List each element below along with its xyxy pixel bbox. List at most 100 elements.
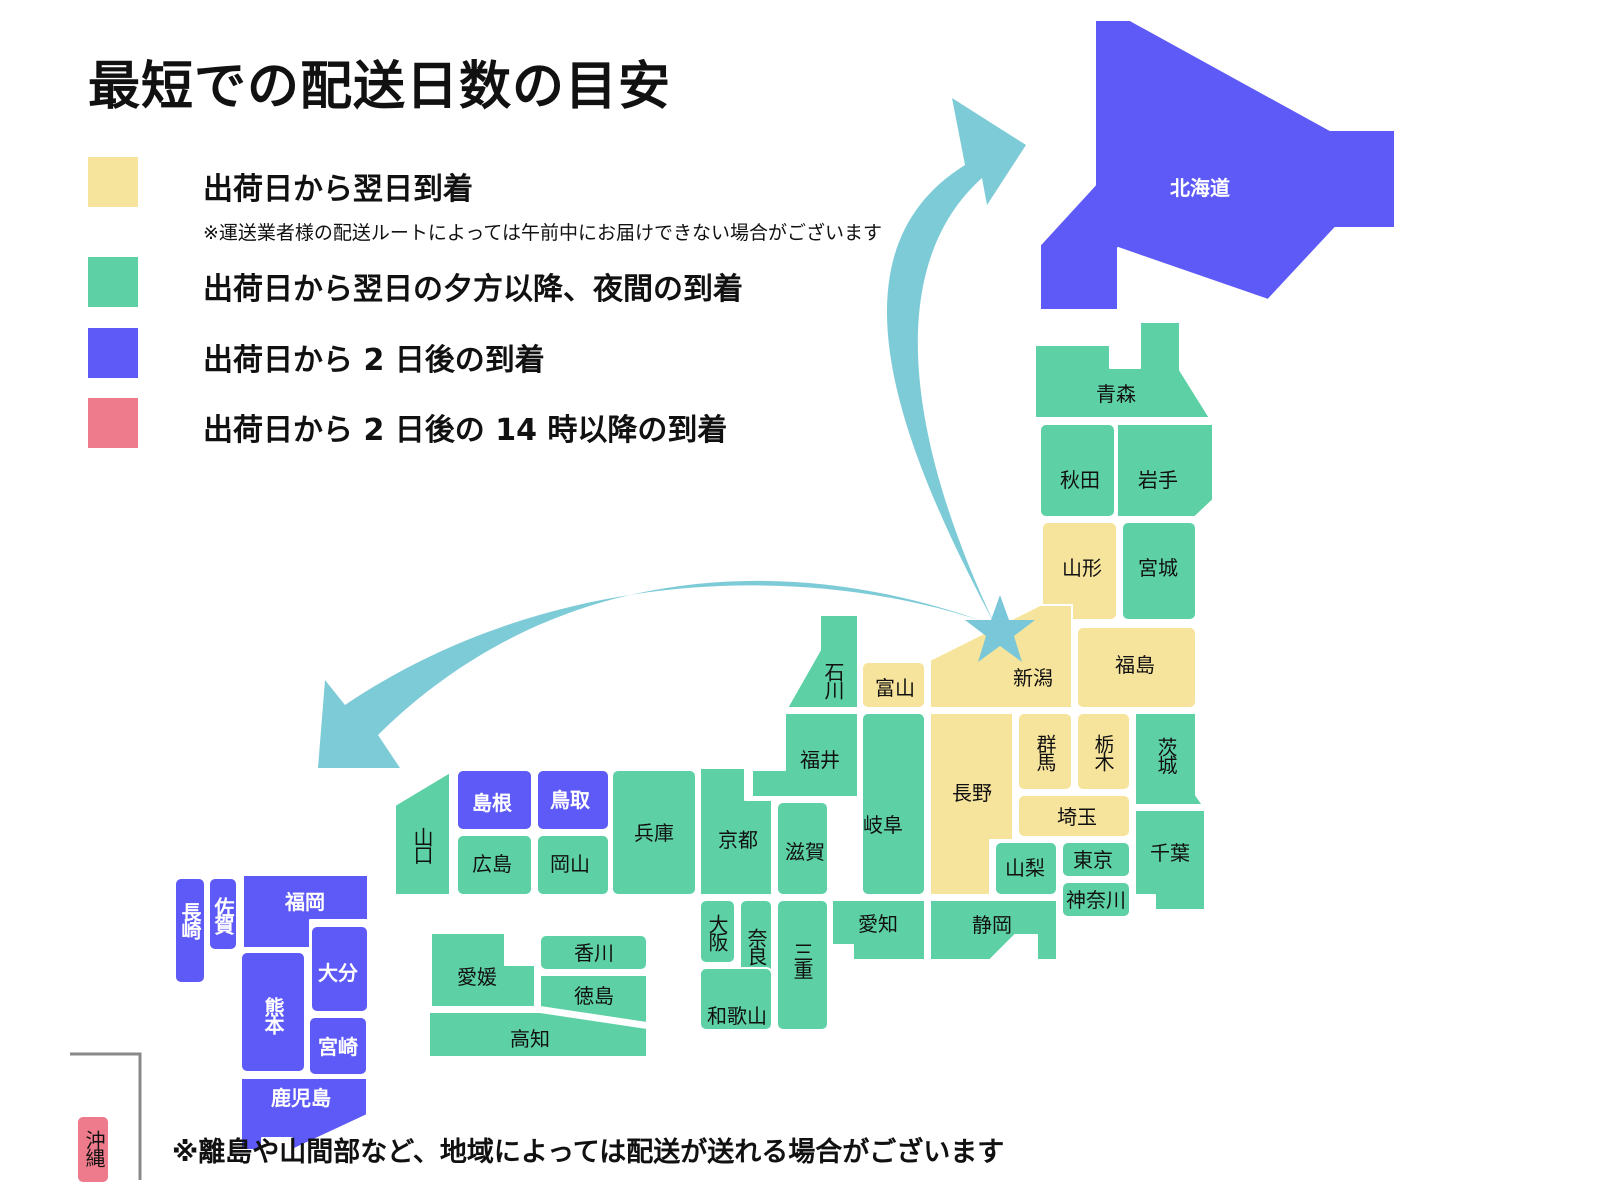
label-miyagi: 宮城 <box>1138 556 1178 580</box>
page-title: 最短での配送日数の目安 <box>88 57 672 117</box>
arrow-to-hokkaido <box>886 98 1026 625</box>
pref-kochi[interactable] <box>428 1011 648 1058</box>
label-saitama: 埼玉 <box>1057 805 1097 829</box>
pref-shiga[interactable] <box>776 801 829 896</box>
pref-fukushima[interactable] <box>1076 626 1197 709</box>
pref-hyogo[interactable] <box>611 769 697 896</box>
label-yamaguchi: 山口 <box>410 827 434 865</box>
label-saga: 佐賀 <box>211 896 235 936</box>
pref-hokkaido[interactable] <box>1039 19 1396 311</box>
pref-kanagawa[interactable] <box>1061 881 1131 918</box>
pref-wakayama[interactable] <box>699 967 773 1031</box>
pref-gifu[interactable] <box>861 712 926 896</box>
legend-label-two-days-14: 出荷日から 2 日後の 14 時以降の到着 <box>203 413 728 448</box>
pref-tokushima[interactable] <box>539 974 648 1024</box>
label-kochi: 高知 <box>510 1027 550 1051</box>
pref-chiba[interactable] <box>1134 809 1206 911</box>
pref-kagawa[interactable] <box>539 934 648 971</box>
pref-kyoto[interactable] <box>699 767 773 896</box>
label-hiroshima: 広島 <box>472 852 512 876</box>
pref-nagasaki[interactable] <box>174 877 206 984</box>
legend-swatch-yellow <box>88 157 138 207</box>
pref-fukuoka[interactable] <box>242 874 369 949</box>
pref-kumamoto[interactable] <box>240 951 306 1073</box>
label-shimane: 島根 <box>472 791 512 815</box>
label-kumamoto: 熊本 <box>261 996 285 1035</box>
pref-shimane[interactable] <box>456 769 533 831</box>
pref-tottori[interactable] <box>536 769 610 831</box>
pref-hiroshima[interactable] <box>456 834 533 896</box>
pref-oita[interactable] <box>310 925 369 1013</box>
label-kyoto: 京都 <box>718 828 758 852</box>
legend-swatch-green <box>88 257 138 307</box>
pref-ishikawa[interactable] <box>786 614 859 709</box>
pref-tochigi[interactable] <box>1076 712 1131 791</box>
legend-label-two-days: 出荷日から 2 日後の到着 <box>203 343 545 378</box>
pref-tokyo[interactable] <box>1061 841 1131 878</box>
label-hokkaido: 北海道 <box>1170 176 1230 200</box>
pref-aomori[interactable] <box>1034 321 1211 419</box>
pref-shizuoka[interactable] <box>929 899 1058 961</box>
label-miyazaki: 宮崎 <box>318 1035 358 1059</box>
star-icon <box>965 595 1035 662</box>
pref-aichi[interactable] <box>831 899 926 961</box>
legend-swatch-blue <box>88 328 138 378</box>
label-akita: 秋田 <box>1060 468 1100 492</box>
legend-label-next-evening: 出荷日から翌日の夕方以降、夜間の到着 <box>203 272 743 307</box>
pref-niigata[interactable] <box>929 604 1073 709</box>
pref-saga[interactable] <box>208 877 238 951</box>
label-tochigi: 栃木 <box>1091 734 1115 772</box>
label-gunma: 群馬 <box>1033 734 1057 772</box>
legend-swatch-pink <box>88 398 138 448</box>
label-kanagawa: 神奈川 <box>1066 888 1126 912</box>
label-aichi: 愛知 <box>858 912 898 936</box>
label-ibaraki: 茨城 <box>1154 737 1178 775</box>
label-ehime: 愛媛 <box>457 965 497 989</box>
pref-kagoshima[interactable] <box>240 1077 368 1151</box>
pref-miyazaki[interactable] <box>308 1016 368 1076</box>
pref-gunma[interactable] <box>1017 712 1073 791</box>
label-okayama: 岡山 <box>550 852 590 876</box>
label-aomori: 青森 <box>1096 382 1136 406</box>
label-iwate: 岩手 <box>1138 468 1178 492</box>
label-oita: 大分 <box>318 961 358 985</box>
label-toyama: 富山 <box>875 676 915 700</box>
label-fukui: 福井 <box>800 748 840 772</box>
footnote: ※離島や山間部など、地域によっては配送が送れる場合がございます <box>172 1137 1005 1168</box>
pref-okinawa[interactable] <box>76 1115 110 1184</box>
label-tokushima: 徳島 <box>574 984 614 1008</box>
label-shizuoka: 静岡 <box>972 913 1012 937</box>
label-nara: 奈良 <box>744 928 768 966</box>
pref-toyama[interactable] <box>861 661 926 709</box>
label-gifu: 岐阜 <box>863 813 903 837</box>
pref-ibaraki[interactable] <box>1134 712 1204 806</box>
pref-saitama[interactable] <box>1017 794 1131 838</box>
pref-okayama[interactable] <box>536 834 610 896</box>
label-kagoshima: 鹿児島 <box>271 1086 331 1110</box>
label-niigata: 新潟 <box>1013 666 1053 690</box>
label-wakayama: 和歌山 <box>707 1004 767 1028</box>
pref-yamagata[interactable] <box>1041 521 1118 621</box>
pref-yamaguchi[interactable] <box>394 771 451 896</box>
pref-akita[interactable] <box>1039 423 1116 518</box>
pref-ehime[interactable] <box>430 932 536 1008</box>
pref-osaka[interactable] <box>699 899 736 964</box>
label-tottori: 鳥取 <box>550 788 590 812</box>
pref-fukui[interactable] <box>751 712 859 798</box>
label-tokyo: 東京 <box>1073 848 1113 872</box>
legend-note: ※運送業者様の配送ルートによっては午前中にお届けできない場合がございます <box>203 222 883 244</box>
label-chiba: 千葉 <box>1150 841 1190 865</box>
arrow-to-kyushu <box>318 580 985 768</box>
pref-iwate[interactable] <box>1116 423 1214 518</box>
okinawa-separator <box>70 1052 142 1180</box>
label-osaka: 大阪 <box>705 914 729 952</box>
pref-miyagi[interactable] <box>1121 521 1197 621</box>
pref-mie[interactable] <box>776 899 829 1031</box>
pref-nagano[interactable] <box>929 712 1014 896</box>
pref-yamanashi[interactable] <box>994 841 1058 896</box>
label-shiga: 滋賀 <box>785 840 825 864</box>
label-hyogo: 兵庫 <box>634 821 674 845</box>
label-fukuoka: 福岡 <box>284 890 325 914</box>
label-fukushima: 福島 <box>1115 653 1155 677</box>
